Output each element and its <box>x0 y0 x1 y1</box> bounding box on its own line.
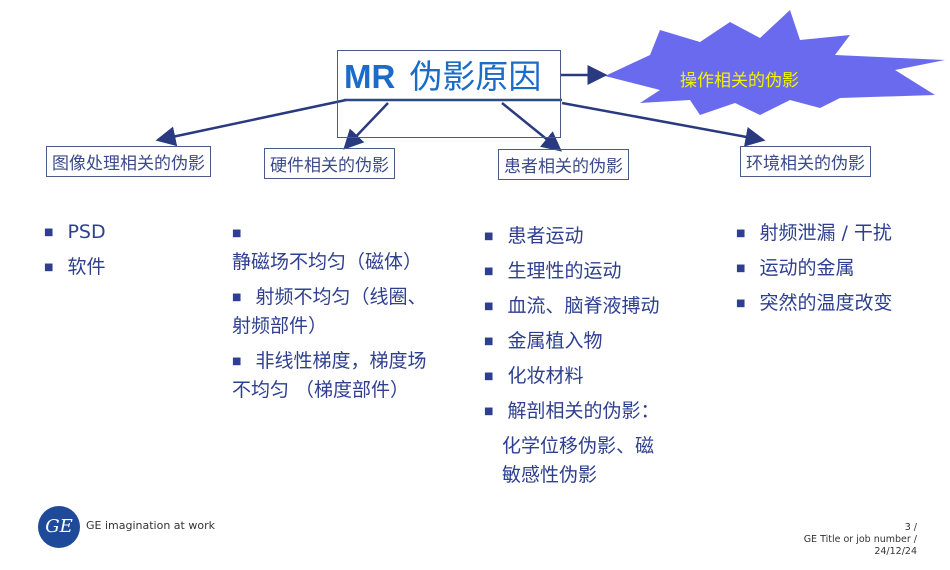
burst-label: 操作相关的伪影 <box>680 71 799 91</box>
list-item: ■射频不均匀（线圈、射频部件） <box>232 286 427 337</box>
list-item: ■非线性梯度，梯度场不均匀 （梯度部件） <box>232 350 427 401</box>
list-item: ■突然的温度改变 <box>736 292 893 314</box>
list-item: ■静磁场不均匀（磁体） <box>232 228 423 273</box>
column-environment: ■射频泄漏 / 干扰 ■运动的金属 ■突然的温度改变 <box>736 219 936 324</box>
list-item: ■运动的金属 <box>736 257 855 279</box>
list-item: ■解剖相关的伪影： <box>484 400 660 422</box>
list-item: ■PSD <box>44 221 106 243</box>
page-number: 3 / <box>904 522 917 533</box>
list-item: ■金属植入物 <box>484 330 603 352</box>
tagline: GE imagination at work <box>86 519 215 532</box>
list-item: ■患者运动 <box>484 225 584 247</box>
list-item: ■射频泄漏 / 干扰 <box>736 222 892 244</box>
ge-logo: GE <box>38 506 80 548</box>
list-item: ■化妆材料 <box>484 365 584 387</box>
footer-info: 3 / GE Title or job number / 24/12/24 <box>804 522 917 558</box>
list-item-detail: 化学位移伪影、磁敏感性伪影 <box>502 435 655 486</box>
category-hardware: 硬件相关的伪影 <box>264 148 395 179</box>
category-patient: 患者相关的伪影 <box>498 149 629 180</box>
job-title: GE Title or job number / <box>803 534 917 545</box>
list-item: ■软件 <box>44 256 106 278</box>
category-image-processing: 图像处理相关的伪影 <box>46 146 211 177</box>
list-item: ■血流、脑脊液搏动 <box>484 295 660 317</box>
column-image-processing: ■PSD ■软件 <box>44 218 194 288</box>
column-hardware: ■静磁场不均匀（磁体） ■射频不均匀（线圈、射频部件） ■非线性梯度，梯度场不均… <box>232 219 437 411</box>
burst-shape <box>605 10 945 115</box>
title-box <box>337 50 561 138</box>
category-environment: 环境相关的伪影 <box>740 146 871 177</box>
list-item: ■生理性的运动 <box>484 260 622 282</box>
date: 24/12/24 <box>874 546 917 557</box>
column-patient: ■患者运动 ■生理性的运动 ■血流、脑脊液搏动 ■金属植入物 ■化妆材料 ■解剖… <box>484 222 669 490</box>
